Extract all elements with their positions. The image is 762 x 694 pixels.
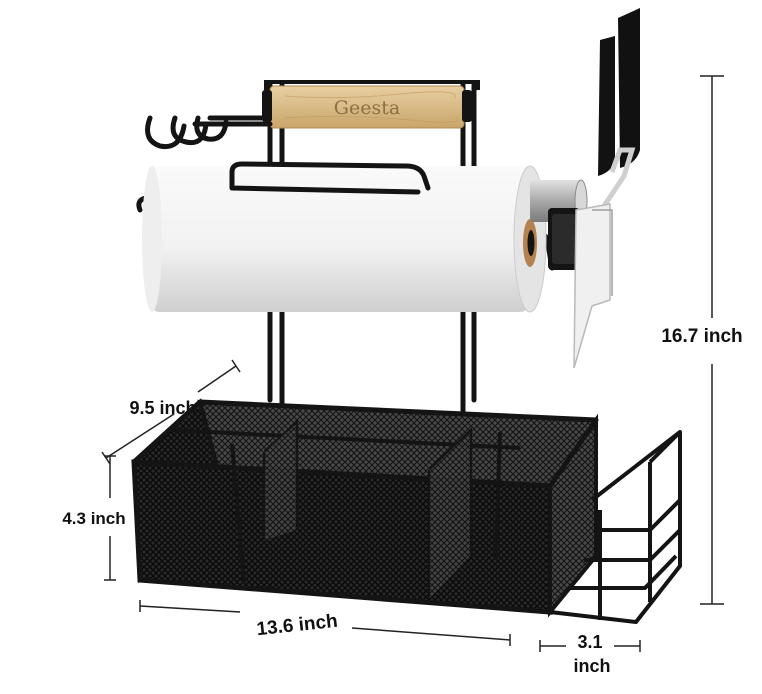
dimension-width: 13.6 inch xyxy=(256,611,339,640)
hook-rail xyxy=(145,115,273,150)
hanging-spatula xyxy=(573,8,640,369)
brand-logo: Geesta xyxy=(334,97,400,119)
caddy-organizer: Geesta xyxy=(131,8,682,624)
dimension-lines xyxy=(101,75,724,652)
dimension-height: 16.7 inch xyxy=(661,326,742,347)
side-wire-rack xyxy=(549,430,682,624)
dimension-basket-height: 4.3 inch xyxy=(62,509,125,528)
dimension-side-rack-value: 3.1 xyxy=(577,632,602,652)
dimension-side-rack-unit: inch xyxy=(573,656,610,676)
roll-guard xyxy=(229,161,431,195)
top-frame xyxy=(264,80,480,90)
divider-panels xyxy=(265,424,470,598)
wooden-handle: Geesta xyxy=(262,85,472,129)
paper-towel-roll xyxy=(142,165,547,313)
dimension-depth: 9.5 inch xyxy=(129,398,196,418)
